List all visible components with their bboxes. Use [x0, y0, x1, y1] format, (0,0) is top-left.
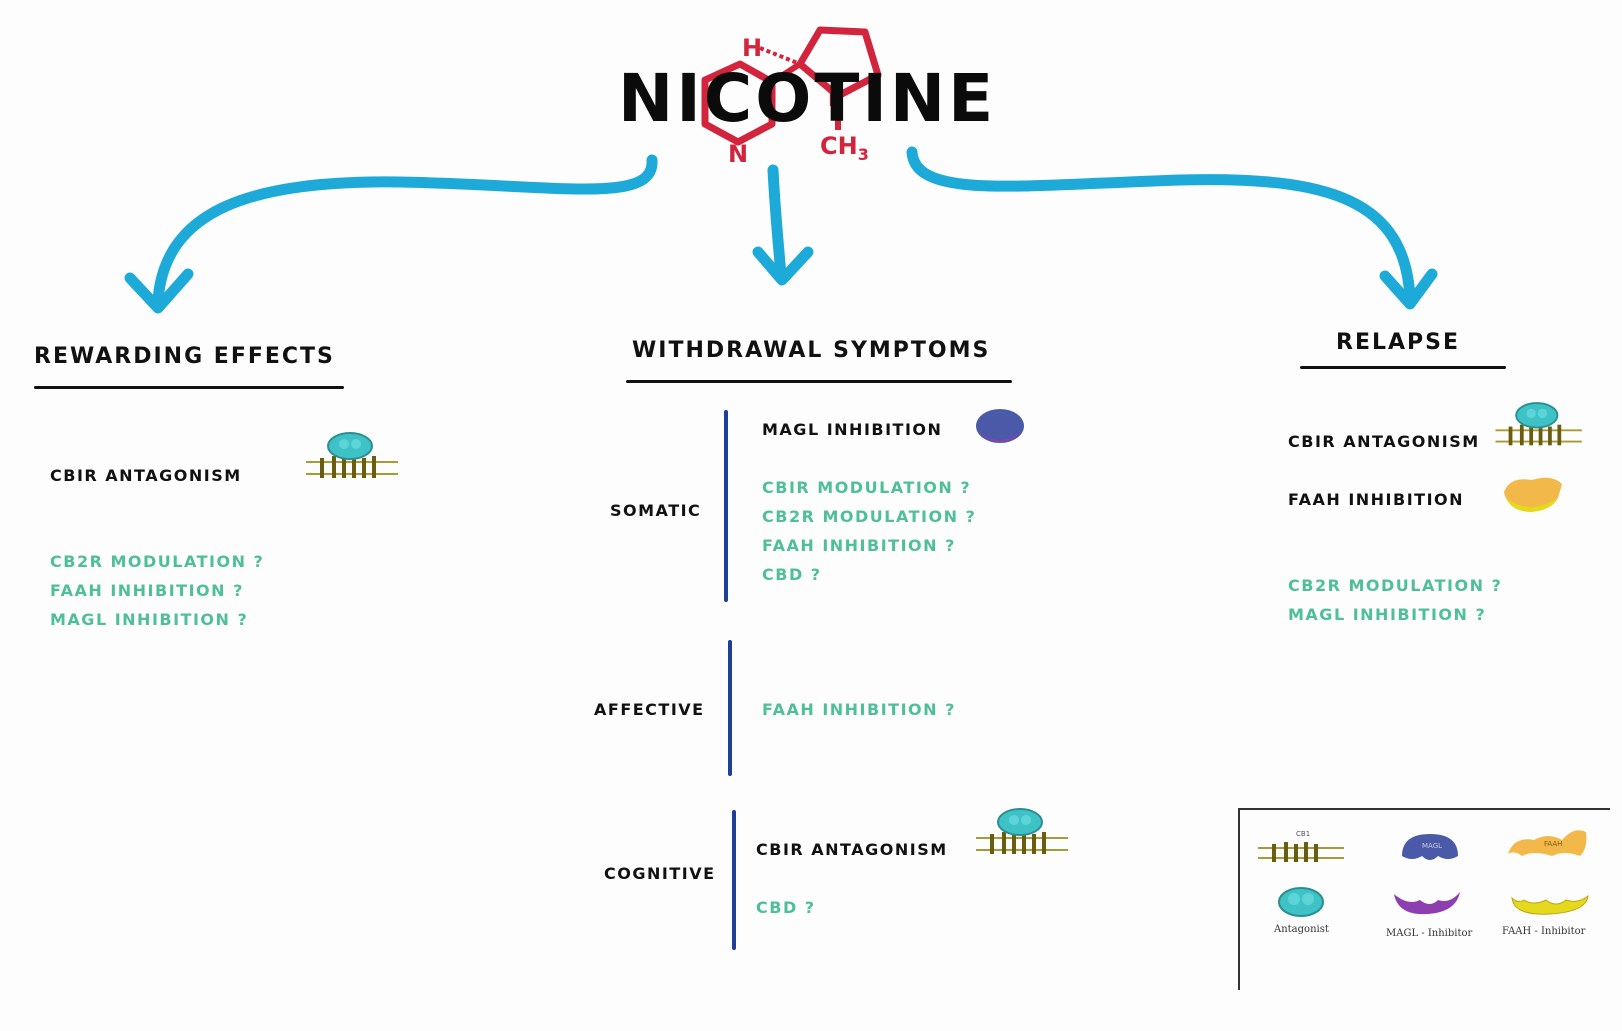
- relapse-main-item-2: FAAH INHIBITION: [1288, 490, 1465, 509]
- somatic-divider: [724, 410, 728, 602]
- methyl-label: CH3: [820, 132, 869, 164]
- cognitive-label: COGNITIVE: [604, 864, 716, 883]
- relapse-underline: [1300, 366, 1506, 369]
- magl-tag: MAGL: [1422, 842, 1442, 850]
- legend-label-magl-inhibitor: MAGL - Inhibitor: [1386, 928, 1473, 939]
- receptor-tag: CB1: [1296, 830, 1310, 838]
- hydrogen-label: H: [742, 34, 762, 62]
- affective-question-1: FAAH INHIBITION ?: [762, 700, 956, 719]
- legend-label-antagonist: Antagonist: [1274, 924, 1329, 935]
- affective-label: AFFECTIVE: [594, 700, 705, 719]
- nitrogen-label-ring: N: [728, 140, 748, 168]
- legend-label-faah-inhibitor: FAAH - Inhibitor: [1502, 926, 1586, 937]
- nitrogen-label-amine: N: [828, 87, 845, 111]
- relapse-question-2: MAGL INHIBITION ?: [1288, 605, 1487, 624]
- magl-inhibitor-icon: [976, 409, 1024, 443]
- withdrawal-underline: [626, 380, 1012, 383]
- rewarding-underline: [34, 386, 344, 389]
- relapse-main-item-1: CBIR ANTAGONISM: [1288, 432, 1480, 451]
- magl-enzyme-icon: MAGL: [1402, 834, 1458, 860]
- arrow-to-relapse: [906, 146, 1416, 304]
- faah-enzyme-icon: FAAH: [1508, 830, 1587, 856]
- arrowhead-rewarding: [124, 268, 194, 314]
- cognitive-divider: [732, 810, 736, 950]
- affective-divider: [728, 640, 732, 776]
- arrow-to-rewarding: [152, 154, 658, 306]
- withdrawal-heading: WITHDRAWAL SYMPTOMS: [632, 338, 991, 363]
- faah-inhibitor-legend-icon: [1511, 894, 1589, 915]
- somatic-question-1: CBIR MODULATION ?: [762, 478, 972, 497]
- rewarding-heading: REWARDING EFFECTS: [34, 344, 335, 369]
- somatic-question-3: FAAH INHIBITION ?: [762, 536, 956, 555]
- faah-inhibitor-icon: [1504, 477, 1562, 512]
- relapse-question-1: CB2R MODULATION ?: [1288, 576, 1503, 595]
- page-title: NICOTINE: [618, 60, 997, 137]
- relapse-heading: RELAPSE: [1336, 330, 1461, 355]
- pyridine-ring: [701, 60, 776, 146]
- legend-box: CB1 MAGL FAAH Antagonist MAGL - Inhibito…: [1238, 808, 1610, 990]
- cb1-receptor-antagonist-icon: [306, 432, 398, 478]
- arrow-to-withdrawal: [767, 164, 787, 281]
- antagonist-icon: [1278, 887, 1324, 917]
- cb1-receptor-icon: CB1: [1258, 830, 1344, 862]
- somatic-question-4: CBD ?: [762, 565, 822, 584]
- arrowhead-relapse: [1379, 268, 1438, 310]
- cb1-receptor-antagonist-icon: [976, 808, 1068, 854]
- cognitive-main-item: CBIR ANTAGONISM: [756, 840, 948, 859]
- rewarding-question-3: MAGL INHIBITION ?: [50, 610, 249, 629]
- rewarding-main-item: CBIR ANTAGONISM: [50, 466, 242, 485]
- magl-inhibitor-legend-icon: [1394, 892, 1460, 915]
- arrowhead-withdrawal: [752, 246, 814, 286]
- somatic-label: SOMATIC: [610, 501, 702, 520]
- cb1-receptor-antagonist-icon: [1495, 402, 1582, 446]
- somatic-main-item: MAGL INHIBITION: [762, 420, 943, 439]
- pyrrolidine-ring: [796, 26, 882, 100]
- rewarding-question-1: CB2R MODULATION ?: [50, 552, 265, 571]
- nicotine-molecule: H N N CH3: [701, 26, 882, 168]
- cognitive-question-1: CBD ?: [756, 898, 816, 917]
- somatic-question-2: CB2R MODULATION ?: [762, 507, 977, 526]
- faah-tag: FAAH: [1544, 840, 1562, 848]
- rewarding-question-2: FAAH INHIBITION ?: [50, 581, 244, 600]
